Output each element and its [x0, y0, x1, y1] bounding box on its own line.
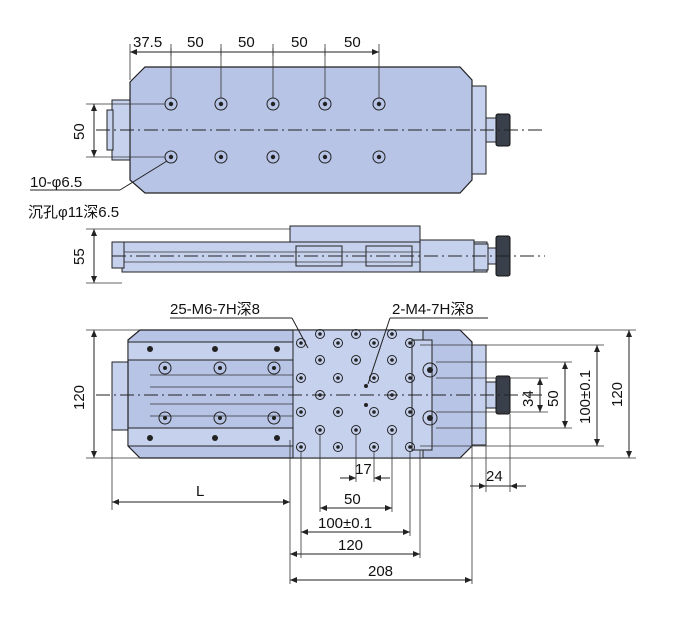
top-dim-50-b: 50	[238, 34, 255, 51]
bottom-dim-120: 120	[338, 537, 363, 554]
bottom-carriage	[292, 329, 424, 459]
bottom-dim-17: 17	[355, 461, 372, 478]
side-left-block	[111, 241, 125, 269]
bottom-dim-50: 50	[344, 491, 361, 508]
bottom-dim-50-right: 50	[545, 390, 562, 407]
bottom-rail-holes	[147, 346, 281, 441]
bottom-right-dimension-lines	[420, 329, 636, 459]
bottom-dimension-lines	[289, 435, 473, 584]
top-dim-37-5: 37.5	[133, 34, 162, 51]
bottom-dim-24: 24	[486, 468, 503, 485]
bottom-carriage-holes	[296, 329, 438, 452]
bottom-dim-208: 208	[368, 563, 393, 580]
top-dim-side-50: 50	[71, 123, 88, 140]
bottom-tap-label-m4: 2-M4-7H深8	[392, 301, 474, 318]
top-dim-50-c: 50	[291, 34, 308, 51]
top-view: 37.5 50 50 50 50 50 10-φ6.5 沉孔φ11深6.5	[28, 34, 545, 221]
top-holes	[164, 97, 386, 164]
top-hole-label: 10-φ6.5	[30, 174, 82, 191]
bottom-dim-100: 100±0.1	[318, 515, 372, 532]
bottom-dim-left-120: 120	[71, 385, 88, 410]
side-view: 55	[71, 225, 545, 284]
bottom-dim-100-right: 100±0.1	[577, 370, 594, 424]
bottom-left-block	[111, 361, 129, 431]
top-counterbore-label: 沉孔φ11深6.5	[28, 204, 119, 221]
bottom-tap-label-m6: 25-M6-7H深8	[170, 301, 260, 318]
side-right-block	[473, 243, 489, 271]
bottom-view: 25-M6-7H深8 2-M4-7H深8 120 34 50 100±0.1 1…	[71, 301, 636, 584]
top-dim-50-d: 50	[344, 34, 361, 51]
bottom-dim-L: L	[196, 483, 204, 500]
top-dim-50-a: 50	[187, 34, 204, 51]
bottom-rail-top	[127, 341, 294, 361]
side-dim-55: 55	[71, 248, 88, 265]
bottom-dim-120-right: 120	[609, 382, 626, 407]
bottom-dim-34: 34	[520, 390, 537, 407]
top-dimension-lines	[129, 44, 380, 98]
